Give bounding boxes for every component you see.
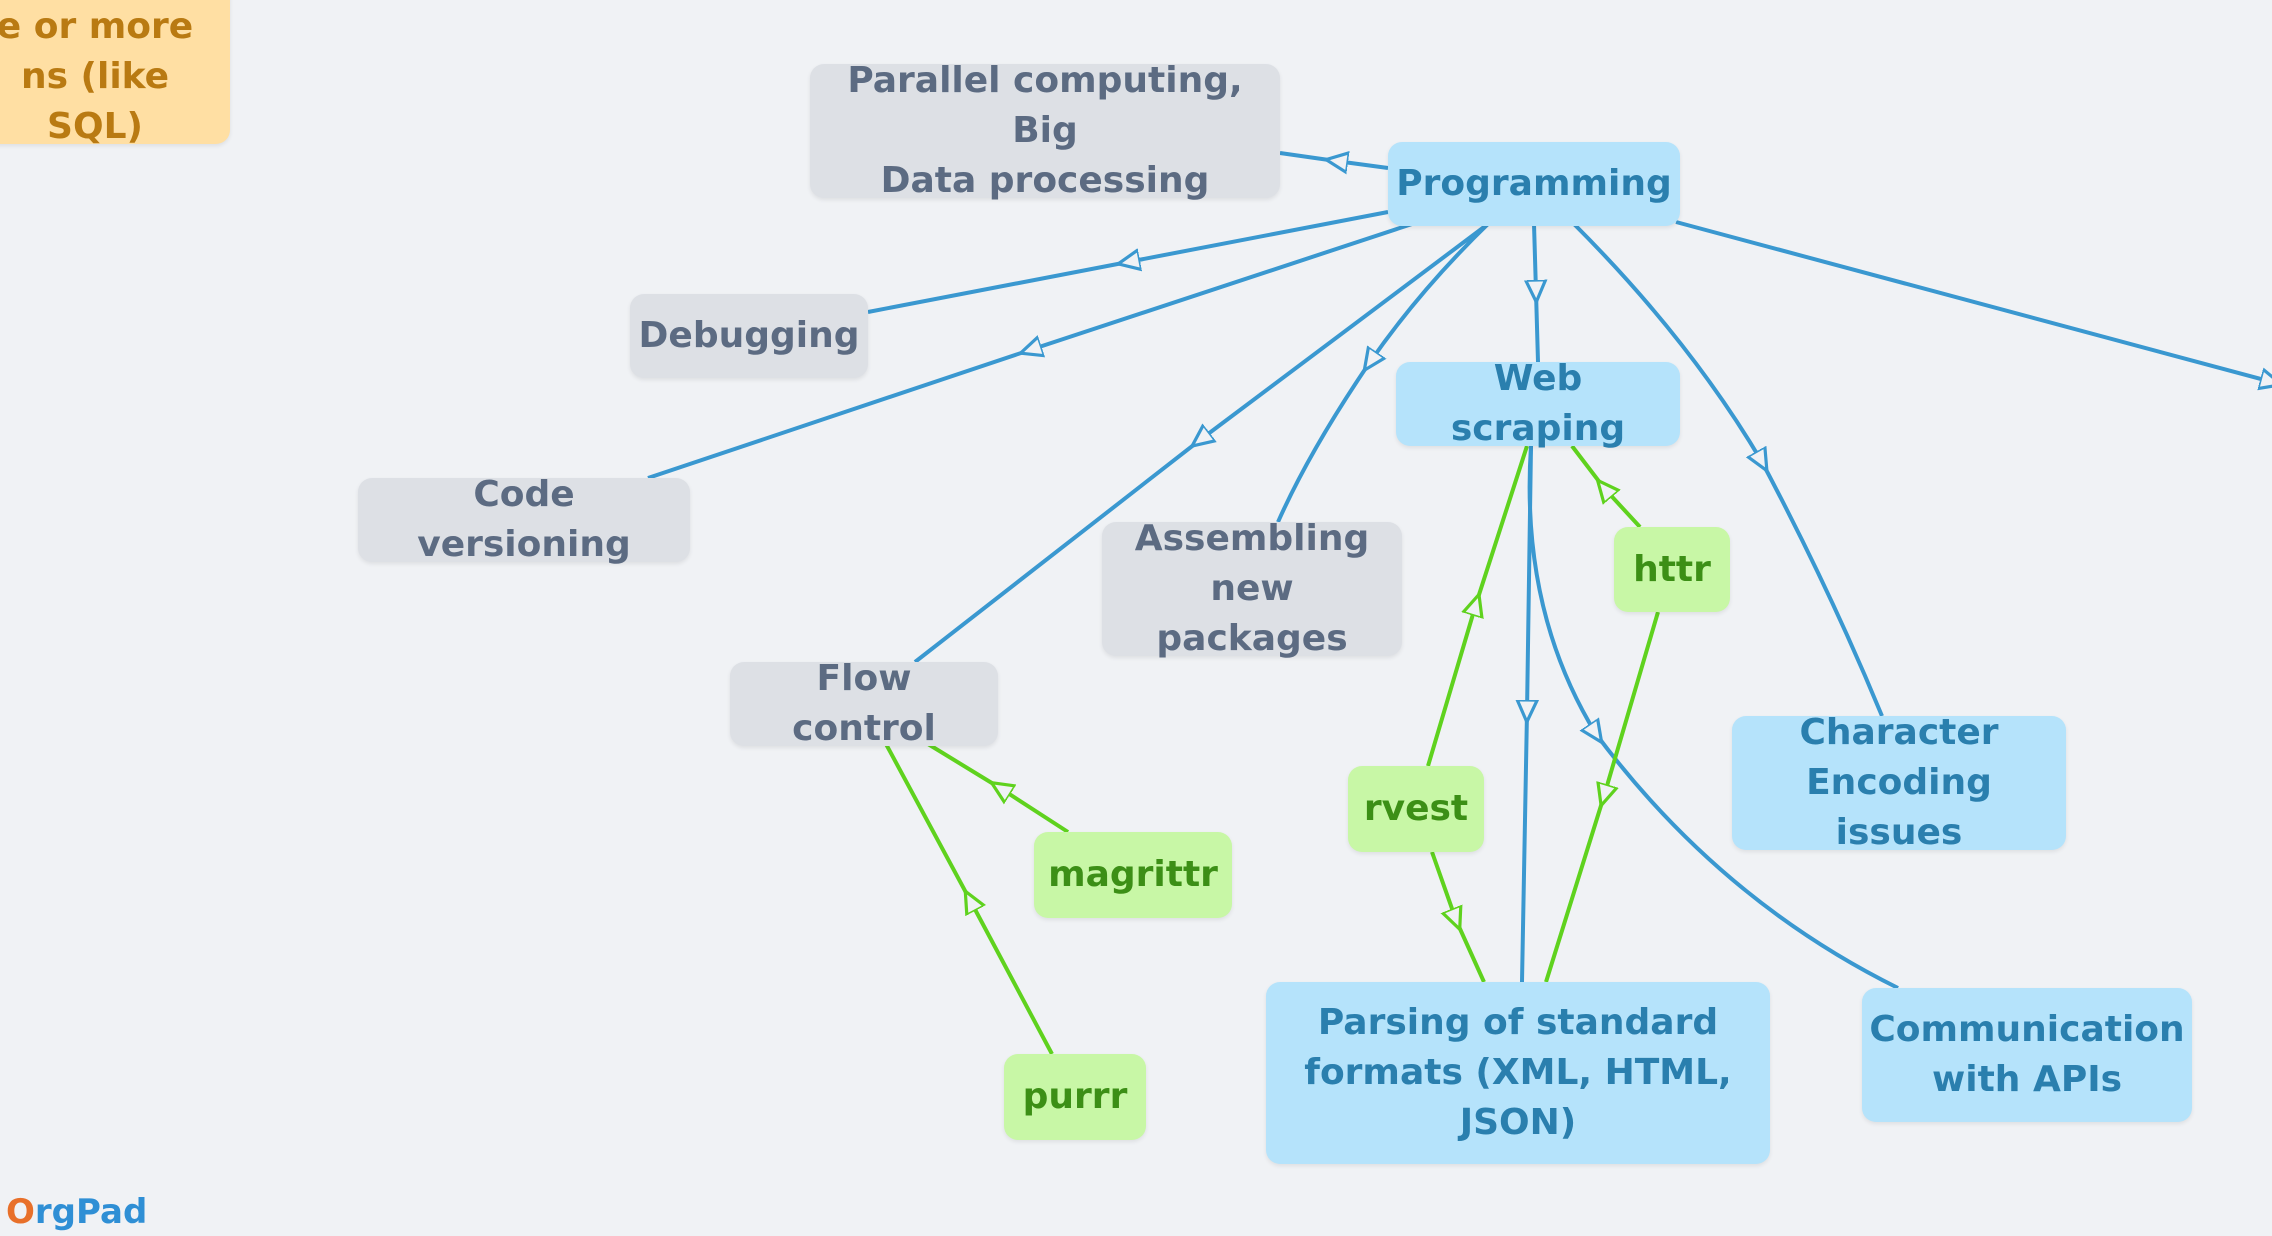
edge-httr-web-scraping [1570,444,1642,529]
node-debugging-label: Debugging [638,315,860,356]
node-programming-label: Programming [1396,163,1672,204]
edge-purrr-flow-control [884,743,1054,1055]
edge-rvest-parsing [1430,851,1486,983]
edge-web-scraping-communication [1527,445,1899,990]
node-communication[interactable]: Communication with APIs [1862,988,2192,1122]
node-magrittr-label: magrittr [1048,854,1218,895]
node-purrr[interactable]: purrr [1004,1054,1146,1140]
node-parsing-label: Parsing of standard formats (XML, HTML, … [1304,1002,1732,1143]
node-communication-label: Communication with APIs [1869,1009,2185,1100]
edge-programming-character [1572,222,1884,717]
node-httr[interactable]: httr [1614,527,1730,612]
node-web-scraping-label: Web scraping [1450,358,1626,449]
orgpad-logo[interactable]: OrgPad [6,1192,147,1232]
node-code-versioning-label: Code versioning [417,474,631,565]
node-purrr-label: purrr [1022,1076,1128,1117]
node-parallel[interactable]: Parallel computing, Big Data processing [810,60,1280,201]
node-orange-partial-label: two tibbles e or more ns (like SQL) [0,6,194,147]
node-rvest-label: rvest [1363,788,1469,829]
node-rvest[interactable]: rvest [1348,766,1484,852]
node-programming[interactable]: Programming [1388,142,1680,226]
node-assembling[interactable]: Assembling new packages [1102,518,1402,659]
node-orange-partial[interactable]: two tibbles e or more ns (like SQL) [0,0,230,147]
node-character-encoding[interactable]: Character Encoding issues [1732,712,2066,853]
node-web-scraping[interactable]: Web scraping [1396,358,1680,449]
node-flow-control[interactable]: Flow control [730,658,998,749]
orgpad-logo-text: rgPad [34,1192,148,1232]
node-code-versioning[interactable]: Code versioning [358,474,690,565]
node-magrittr[interactable]: magrittr [1034,832,1232,918]
node-parallel-label: Parallel computing, Big Data processing [847,60,1243,201]
node-httr-label: httr [1633,548,1711,590]
node-flow-control-label: Flow control [792,658,936,749]
node-assembling-label: Assembling new packages [1134,518,1370,659]
edge-programming-parallel [1279,153,1389,168]
edge-programming-offscreen [1675,220,2272,382]
edge-programming-code-versioning [647,222,1413,480]
edge-httr-parsing [1544,611,1660,983]
node-parsing[interactable]: Parsing of standard formats (XML, HTML, … [1266,982,1770,1164]
edge-rvest-web-scraping [1426,445,1529,767]
node-debugging[interactable]: Debugging [630,294,868,378]
edge-programming-web-scraping [1534,223,1538,363]
edge-programming-debugging [867,210,1389,314]
edge-programming-flow-control [913,222,1490,664]
orgpad-logo-mark: O [6,1192,35,1232]
edge-programming-assembling [1276,222,1490,523]
node-character-encoding-label: Character Encoding issues [1799,712,1999,853]
edge-magrittr-flow-control [926,742,1070,834]
